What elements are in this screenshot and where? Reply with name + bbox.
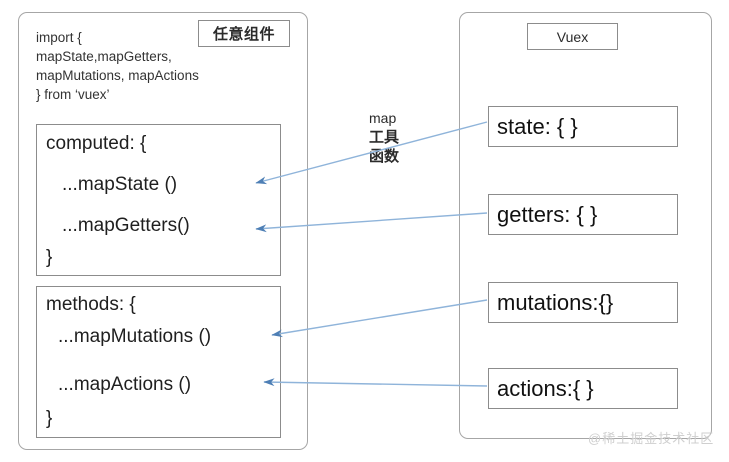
methods-open-line: methods: { [46, 294, 136, 315]
component-panel-title-chip: 任意组件 [198, 20, 290, 47]
methods-line-mapactions: ...mapActions () [58, 374, 192, 395]
computed-line-mapgetters: ...mapGetters() [62, 215, 190, 236]
computed-open-line: computed: { [46, 133, 147, 154]
methods-line-mapmutations: ...mapMutations () [58, 326, 212, 347]
map-helper-annotation: map 工具 函数 [369, 109, 439, 166]
store-member-getters-label: getters: { } [497, 201, 598, 227]
store-member-state: state: { } [488, 106, 678, 147]
store-member-state-label: state: { } [497, 113, 578, 139]
store-member-actions-label: actions:{ } [497, 375, 594, 401]
store-panel-title-chip: Vuex [527, 23, 618, 50]
computed-box [36, 124, 281, 276]
map-helper-line-2: 工具 [369, 129, 400, 146]
map-helper-line-1: map [369, 110, 397, 126]
computed-line-mapstate: ...mapState () [62, 174, 178, 195]
store-panel-title: Vuex [556, 28, 589, 45]
watermark: @稀土掘金技术社区 [588, 431, 715, 446]
map-helper-line-3: 函数 [369, 148, 400, 165]
store-member-actions: actions:{ } [488, 368, 678, 409]
methods-box [36, 286, 281, 438]
methods-close-line: } [46, 408, 53, 429]
store-member-mutations-label: mutations:{} [497, 289, 614, 315]
component-panel-title: 任意组件 [212, 26, 275, 43]
import-statement: import { mapState,mapGetters, mapMutatio… [36, 30, 199, 102]
store-member-mutations: mutations:{} [488, 282, 678, 323]
store-member-getters: getters: { } [488, 194, 678, 235]
computed-close-line: } [46, 247, 53, 268]
